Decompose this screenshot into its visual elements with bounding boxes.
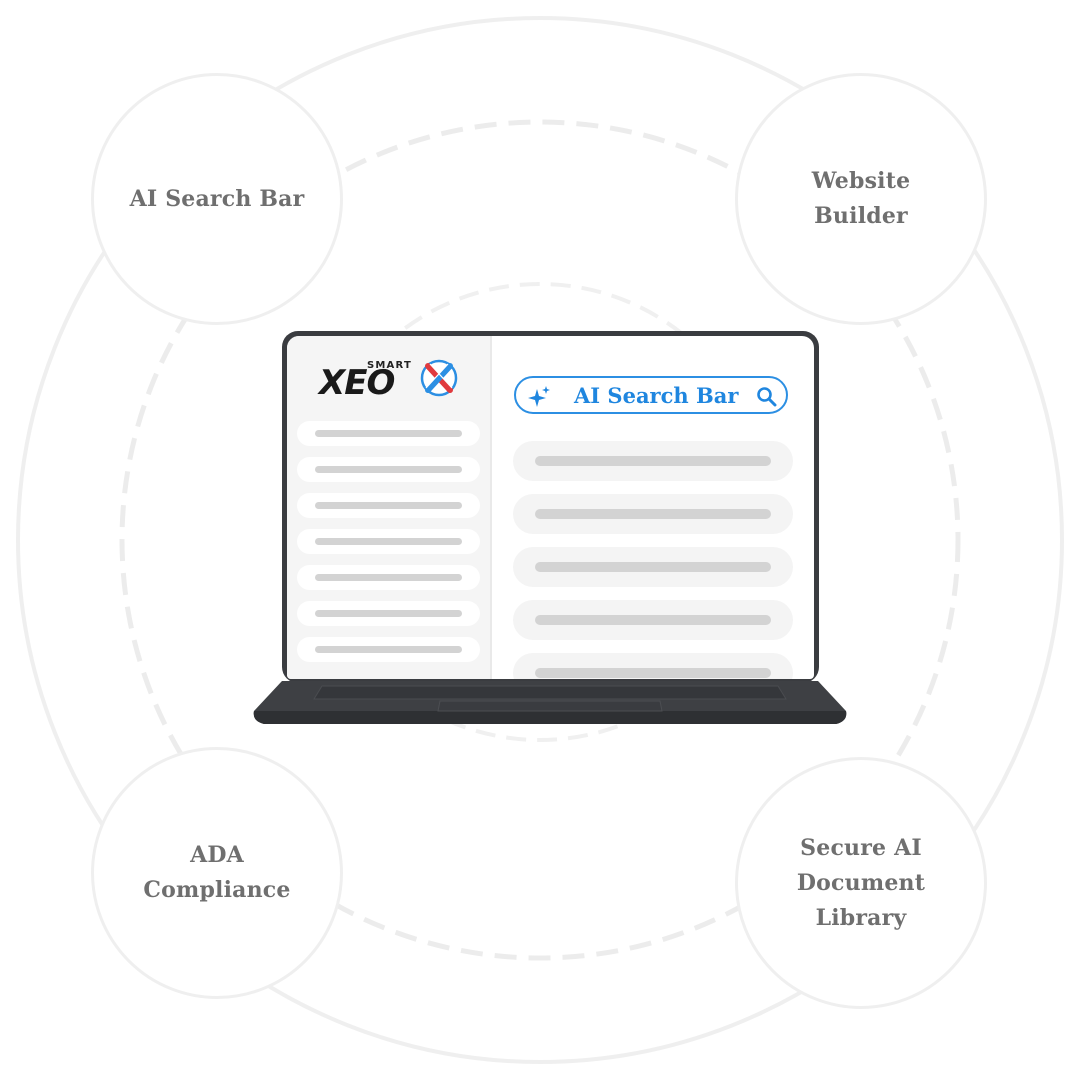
outer-ring [16,16,1064,1064]
screen-sidebar: SMART XEO [287,336,492,679]
sidebar-item-placeholder [315,574,462,581]
result-item[interactable] [513,494,793,534]
node-label: Secure AI Document Library [796,834,926,931]
node-label: AI Search Bar [129,185,305,212]
sidebar-item[interactable] [297,493,480,518]
ai-search-bar[interactable]: AI Search Bar [514,376,788,414]
sidebar-item-placeholder [315,646,462,653]
node-label: ADA Compliance [143,842,291,903]
trackpad [437,700,663,712]
result-item[interactable] [513,600,793,640]
sidebar-item-placeholder [315,466,462,473]
search-icon[interactable] [756,386,777,407]
sidebar-item-placeholder [315,538,462,545]
smart-xeo-logo: SMART XEO [319,352,469,402]
result-item[interactable] [513,547,793,587]
result-item-placeholder [535,456,771,466]
laptop-base [253,681,847,724]
node-label: Website Builder [811,168,911,229]
result-item-placeholder [535,562,771,572]
sidebar-item[interactable] [297,457,480,482]
result-list [513,441,793,679]
sidebar-item-placeholder [315,430,462,437]
sidebar-item-placeholder [315,610,462,617]
result-item[interactable] [513,653,793,679]
search-bar-label: AI Search Bar [574,383,739,408]
logo-small-text: SMART [367,360,412,371]
node-ai-search-bar: AI Search Bar [91,73,343,325]
middle-dashed-ring [119,119,961,961]
result-item-placeholder [535,615,771,625]
result-item[interactable] [513,441,793,481]
sidebar-item[interactable] [297,421,480,446]
sparkle-icon [528,386,550,407]
result-item-placeholder [535,668,771,678]
sidebar-item[interactable] [297,601,480,626]
keyboard-area [313,685,787,700]
node-secure-ai-document-library: Secure AI Document Library [735,757,987,1009]
sidebar-item[interactable] [297,529,480,554]
sidebar-item[interactable] [297,565,480,590]
sidebar-item[interactable] [297,637,480,662]
screen-main: AI Search Bar [492,336,814,679]
logo-main-text: XEO [319,363,395,403]
logo-x-mark-icon [420,359,458,397]
sidebar-item-placeholder [315,502,462,509]
sidebar-list [297,421,480,673]
node-website-builder: Website Builder [735,73,987,325]
laptop-screen: SMART XEO AI Search Bar [282,331,819,683]
result-item-placeholder [535,509,771,519]
laptop-display: SMART XEO AI Search Bar [287,336,814,679]
node-ada-compliance: ADA Compliance [91,747,343,999]
